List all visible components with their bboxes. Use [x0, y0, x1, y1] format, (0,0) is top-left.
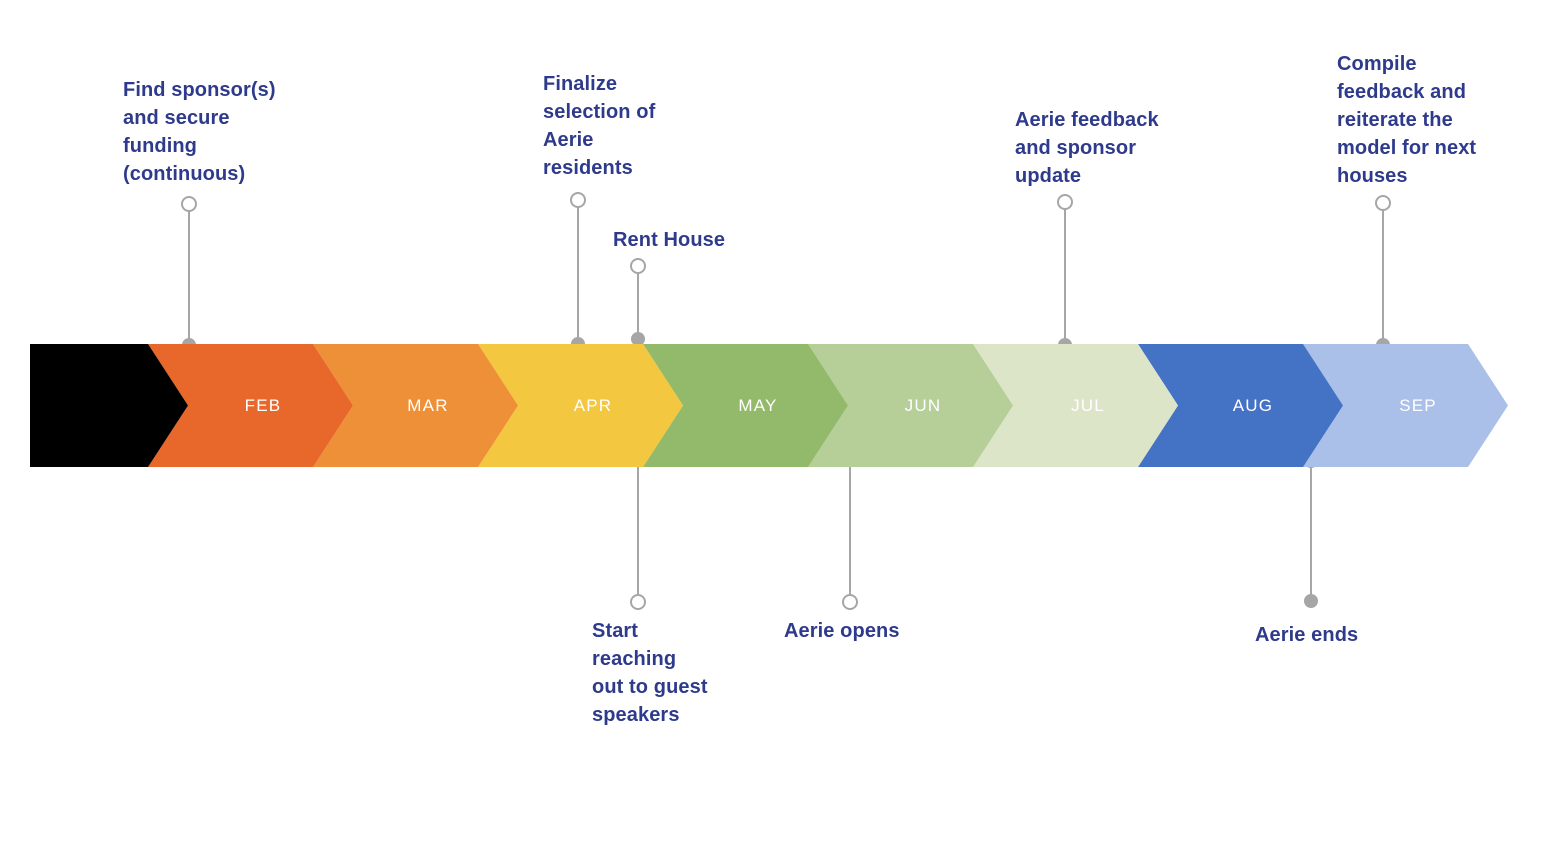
connector-ring-start-reaching — [630, 594, 646, 610]
annotation-aerie-opens: Aerie opens — [784, 620, 900, 642]
connector-dot-rent-house — [631, 332, 645, 346]
connector-line-aerie-opens — [849, 459, 851, 594]
connector-ring-finalize — [570, 192, 586, 208]
connector-ring-aerie-feedback — [1057, 194, 1073, 210]
connector-line-start-reaching — [637, 460, 639, 594]
annotation-finalize: Finalize selection of Aerie residents — [543, 73, 656, 179]
chevron-jun: JUN — [808, 344, 1013, 467]
month-label-jul: JUL — [1071, 395, 1105, 415]
connector-line-aerie-feedback — [1064, 209, 1066, 345]
chevron-mar: MAR — [313, 344, 518, 467]
month-label-sep: SEP — [1399, 395, 1437, 415]
month-label-jun: JUN — [904, 395, 942, 415]
connector-ring-compile — [1375, 195, 1391, 211]
annotation-rent-house: Rent House — [613, 229, 726, 251]
annotation-aerie-ends: Aerie ends — [1255, 624, 1359, 646]
month-label-aug: AUG — [1232, 395, 1274, 415]
connector-ring-aerie-opens — [842, 594, 858, 610]
connector-line-compile — [1382, 210, 1384, 345]
annotation-aerie-feedback: Aerie feedback and sponsor update — [1015, 109, 1159, 187]
month-label-feb: FEB — [244, 395, 282, 415]
connector-ring-rent-house — [630, 258, 646, 274]
annotation-compile: Compile feedback and reiterate the model… — [1337, 53, 1477, 187]
annotation-start-reaching: Start reaching out to guest speakers — [592, 620, 708, 726]
connector-line-aerie-ends — [1310, 467, 1312, 595]
month-label-may: MAY — [738, 395, 778, 415]
month-label-mar: MAR — [407, 395, 449, 415]
annotation-find-sponsor: Find sponsor(s) and secure funding (cont… — [123, 79, 276, 185]
month-label-apr: APR — [573, 395, 613, 415]
connector-line-find-sponsor — [188, 211, 190, 346]
timeline-band: FEB MAR APR MAY JUN JUL AUG SEP — [30, 344, 1512, 467]
connector-line-finalize — [577, 207, 579, 344]
connector-ring-find-sponsor — [181, 196, 197, 212]
connector-line-rent-house — [637, 273, 639, 337]
connector-dot-aerie-ends — [1304, 594, 1318, 608]
